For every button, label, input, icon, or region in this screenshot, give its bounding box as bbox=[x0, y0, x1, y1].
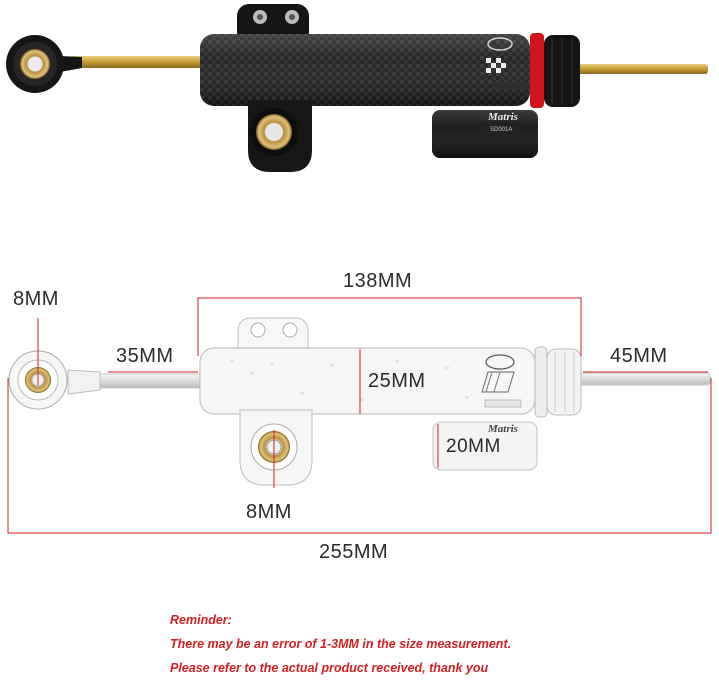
red-adjuster-ring bbox=[530, 33, 544, 108]
dim-line-body-length bbox=[197, 297, 582, 356]
rod-end-left-outline bbox=[8, 350, 101, 410]
reminder-line-2: Please refer to the actual product recei… bbox=[170, 661, 489, 675]
silver-rod-right bbox=[579, 372, 711, 386]
label-body-diameter: 25MM bbox=[368, 370, 426, 392]
dim-line-total-length bbox=[7, 378, 712, 534]
dimension-lines bbox=[7, 297, 712, 534]
label-reservoir-diameter: 20MM bbox=[446, 436, 501, 457]
rod-end-left bbox=[6, 35, 82, 93]
label-mount-hole: 8MM bbox=[246, 501, 292, 523]
silver-rod-left bbox=[94, 373, 206, 389]
end-cap-outline bbox=[546, 348, 582, 416]
checker-flag-outline bbox=[481, 371, 515, 393]
label-total-length: 255MM bbox=[319, 541, 389, 563]
lower-mount-bracket bbox=[248, 100, 312, 172]
gold-rod-right bbox=[576, 64, 708, 74]
carbon-texture-dots bbox=[230, 360, 469, 401]
drawing-brand-text: Matris bbox=[487, 423, 518, 435]
damper-photo: Matris SD001A bbox=[6, 4, 708, 172]
brand-logo-text: Matris bbox=[487, 111, 518, 123]
lower-mount-outline bbox=[239, 409, 313, 486]
damper-line-drawing: Matris bbox=[8, 317, 711, 486]
ring-outline bbox=[534, 346, 548, 418]
label-left-extension: 35MM bbox=[116, 345, 174, 367]
label-rod-end-size: 8MM bbox=[13, 288, 59, 310]
logo-outline bbox=[485, 354, 515, 370]
gold-rod-left bbox=[70, 56, 206, 68]
brand-decals bbox=[486, 37, 527, 90]
reminder-line-1: There may be an error of 1-3MM in the si… bbox=[170, 637, 512, 651]
model-code-text: SD001A bbox=[490, 127, 512, 133]
reservoir-outline bbox=[432, 421, 538, 471]
reminder-title: Reminder: bbox=[170, 613, 232, 627]
label-body-length: 138MM bbox=[343, 270, 413, 292]
label-right-extension: 45MM bbox=[610, 345, 668, 367]
reservoir bbox=[432, 110, 538, 158]
